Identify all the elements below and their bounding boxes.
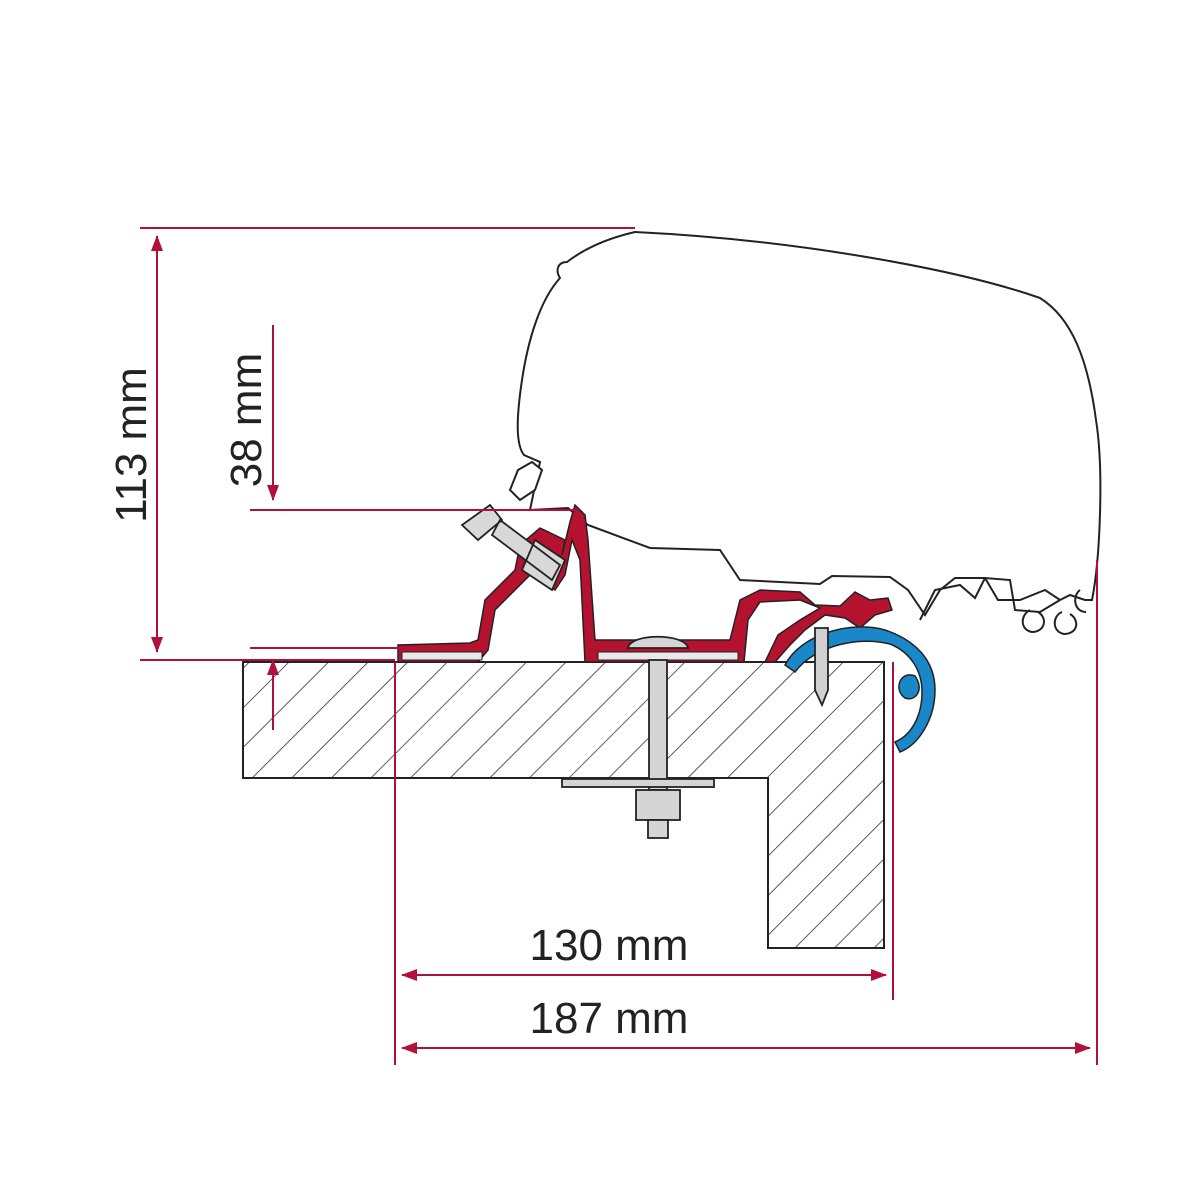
- bolt-tail: [647, 819, 669, 839]
- through-bolt-shaft: [648, 659, 668, 791]
- label-adapter-height: 38 mm: [222, 353, 271, 487]
- label-total-height: 113 mm: [107, 367, 156, 523]
- bolt-nut: [635, 789, 681, 821]
- keder-gasket: [784, 626, 936, 753]
- label-total-width: 187 mm: [530, 994, 689, 1043]
- bolt-washer: [561, 778, 715, 788]
- roof-panel-edge: [242, 661, 396, 779]
- cassette-latch: [508, 460, 544, 502]
- adapter-seal-strip-2: [597, 651, 739, 661]
- roof-screw: [814, 627, 829, 708]
- cassette-profile-detail: [919, 576, 1087, 636]
- dimension-lines: [140, 227, 1098, 1065]
- clamp-bolt: [460, 503, 567, 592]
- label-roof-width: 130 mm: [530, 921, 689, 970]
- awning-cassette: [516, 230, 1102, 617]
- adapter-seal-strip: [401, 651, 483, 661]
- through-bolt-head: [626, 635, 690, 649]
